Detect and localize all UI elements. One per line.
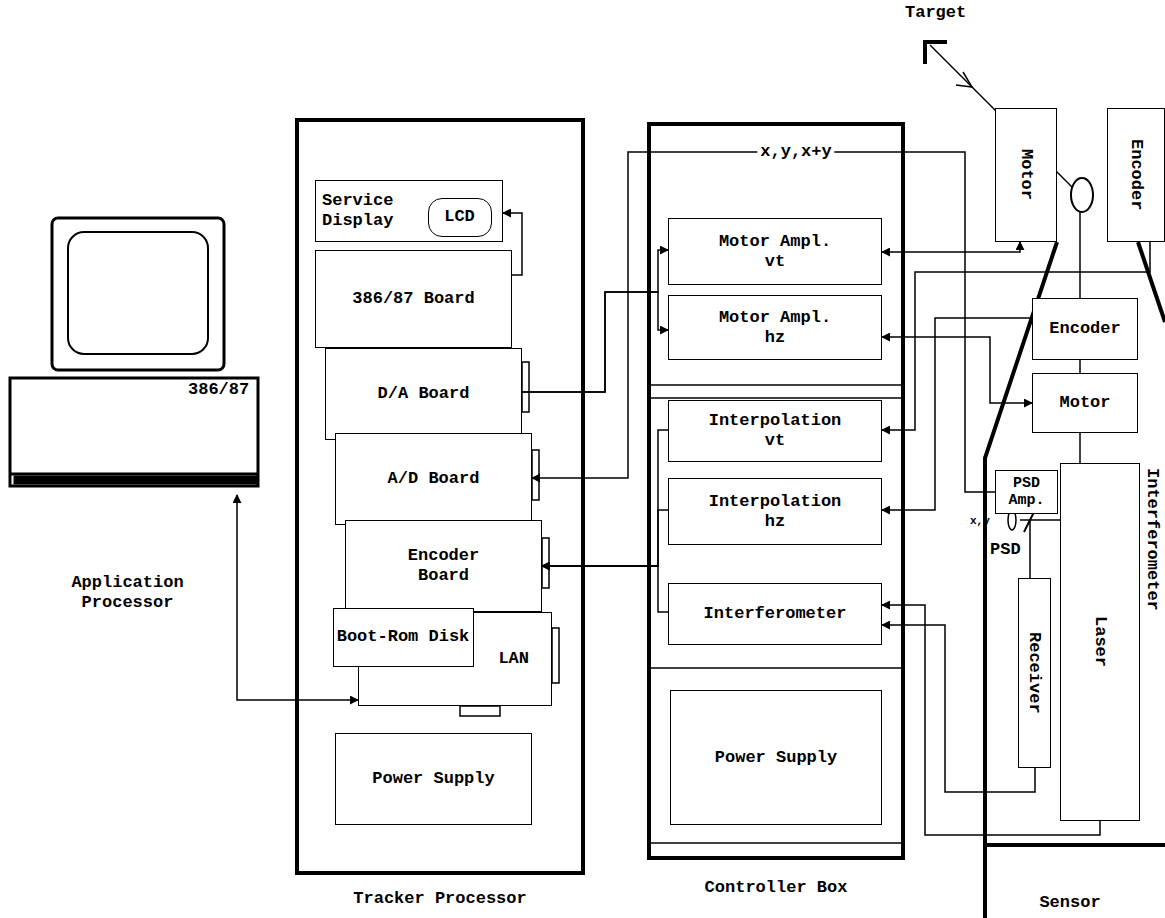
motor-box: Motor [1032,373,1138,433]
box-label: Interferometer [704,604,847,624]
box-label: Interpolation vt [705,411,845,450]
beam-arrow [956,72,972,87]
box-label: Controller Box [651,878,901,898]
target-label: Target [905,3,966,23]
board-box: LANBoot-Rom Disk [358,612,552,706]
display-box: Service Display LCD [315,180,503,242]
signal-connector [882,242,1150,430]
housing-outline [1138,242,1165,322]
box-label: Application Processor [40,573,215,612]
monitor-screen [68,232,208,354]
box-label: Receiver [1025,632,1045,714]
motor-box: Motor [995,108,1057,242]
amplifier-box: Motor Ampl. vt [668,218,882,285]
box-label: D/A Board [378,384,470,404]
connector-tab [532,450,539,500]
computer-node: 386/87Application Processor [10,215,260,495]
encoder-box: Encoder [1107,108,1165,242]
connector-tab [460,706,500,716]
encoder-box: Encoder [1032,298,1138,360]
signal-connector [532,152,995,492]
processor-housing: Tracker ProcessorService DisplayLCD386/8… [295,118,585,875]
power-box: Power Supply [670,690,882,825]
receiver-box: Receiver [1018,578,1051,768]
monitor-frame [52,218,224,370]
box-label: Power Supply [715,748,837,768]
signal-label: x,y,x+y [757,142,834,162]
box-label: LCD [444,207,475,227]
interferometer-box: Interferometer [668,583,882,645]
box-label: Motor Ampl. vt [705,232,845,271]
target-reflector [925,42,947,64]
divider-line [651,842,901,844]
connector-tab [522,362,529,412]
housing-outline [985,843,1165,847]
divider-line [651,397,901,399]
board-box: 386/87 Board [315,250,512,348]
box-label: Motor [1016,149,1036,200]
drive-slot [10,473,258,476]
box-label: Power Supply [372,769,494,789]
box-label: Interpolation hz [705,492,845,531]
box-label: A/D Board [388,469,480,489]
computer-base [10,378,258,486]
box-label: Encoder [1049,319,1120,339]
connector-tab [542,538,549,588]
box-label: 386/87 [188,380,249,400]
box-label: Encoder [1126,139,1146,210]
board-box: A/D Board [335,433,532,525]
box-label: Sensor [975,893,1165,913]
receiver-beam [1029,520,1031,578]
divider-line [651,667,901,669]
box-label: Boot-Rom Disk [337,627,470,647]
interpolation-box: Interpolation vt [668,400,882,462]
lcd-box: LCD [428,198,492,237]
interpolation-box: Interpolation hz [668,478,882,545]
board-box: Encoder Board [345,520,542,612]
box-label: PSD Amp. [996,475,1057,510]
base-foot [14,476,258,484]
section-label: Interferometer [1142,468,1162,611]
board-box: D/A Board [325,348,522,440]
computer-drawing [10,218,258,486]
rom-box: Boot-Rom Disk [333,608,474,667]
box-label: Laser [1090,616,1110,667]
connector-tab [552,628,559,683]
box-label: 386/87 Board [352,289,474,309]
power-box: Power Supply [335,733,532,825]
box-label: Encoder Board [384,546,504,585]
sensor-region: SensorMotorEncoderEncoderMotorPSD Amp.Re… [975,100,1165,845]
axis-label: x,y [970,515,990,528]
box-label: Motor [1059,393,1110,413]
tracking-mirror [1071,178,1093,212]
sensor-housing [985,242,1165,918]
box-label: Service Display [322,191,422,230]
box-label: Tracker Processor [299,889,581,909]
part-label: PSD [990,540,1021,560]
amplifier-box: PSD Amp. [995,470,1058,514]
box-label: LAN [498,649,529,669]
divider-line [651,384,901,386]
controller-dividers [651,385,901,843]
controller-housing: Controller BoxMotor Ampl. vtMotor Ampl. … [647,122,905,860]
amplifier-box: Motor Ampl. hz [668,295,882,360]
laser-box: Laser [1060,463,1140,821]
box-label: Motor Ampl. hz [705,308,845,347]
